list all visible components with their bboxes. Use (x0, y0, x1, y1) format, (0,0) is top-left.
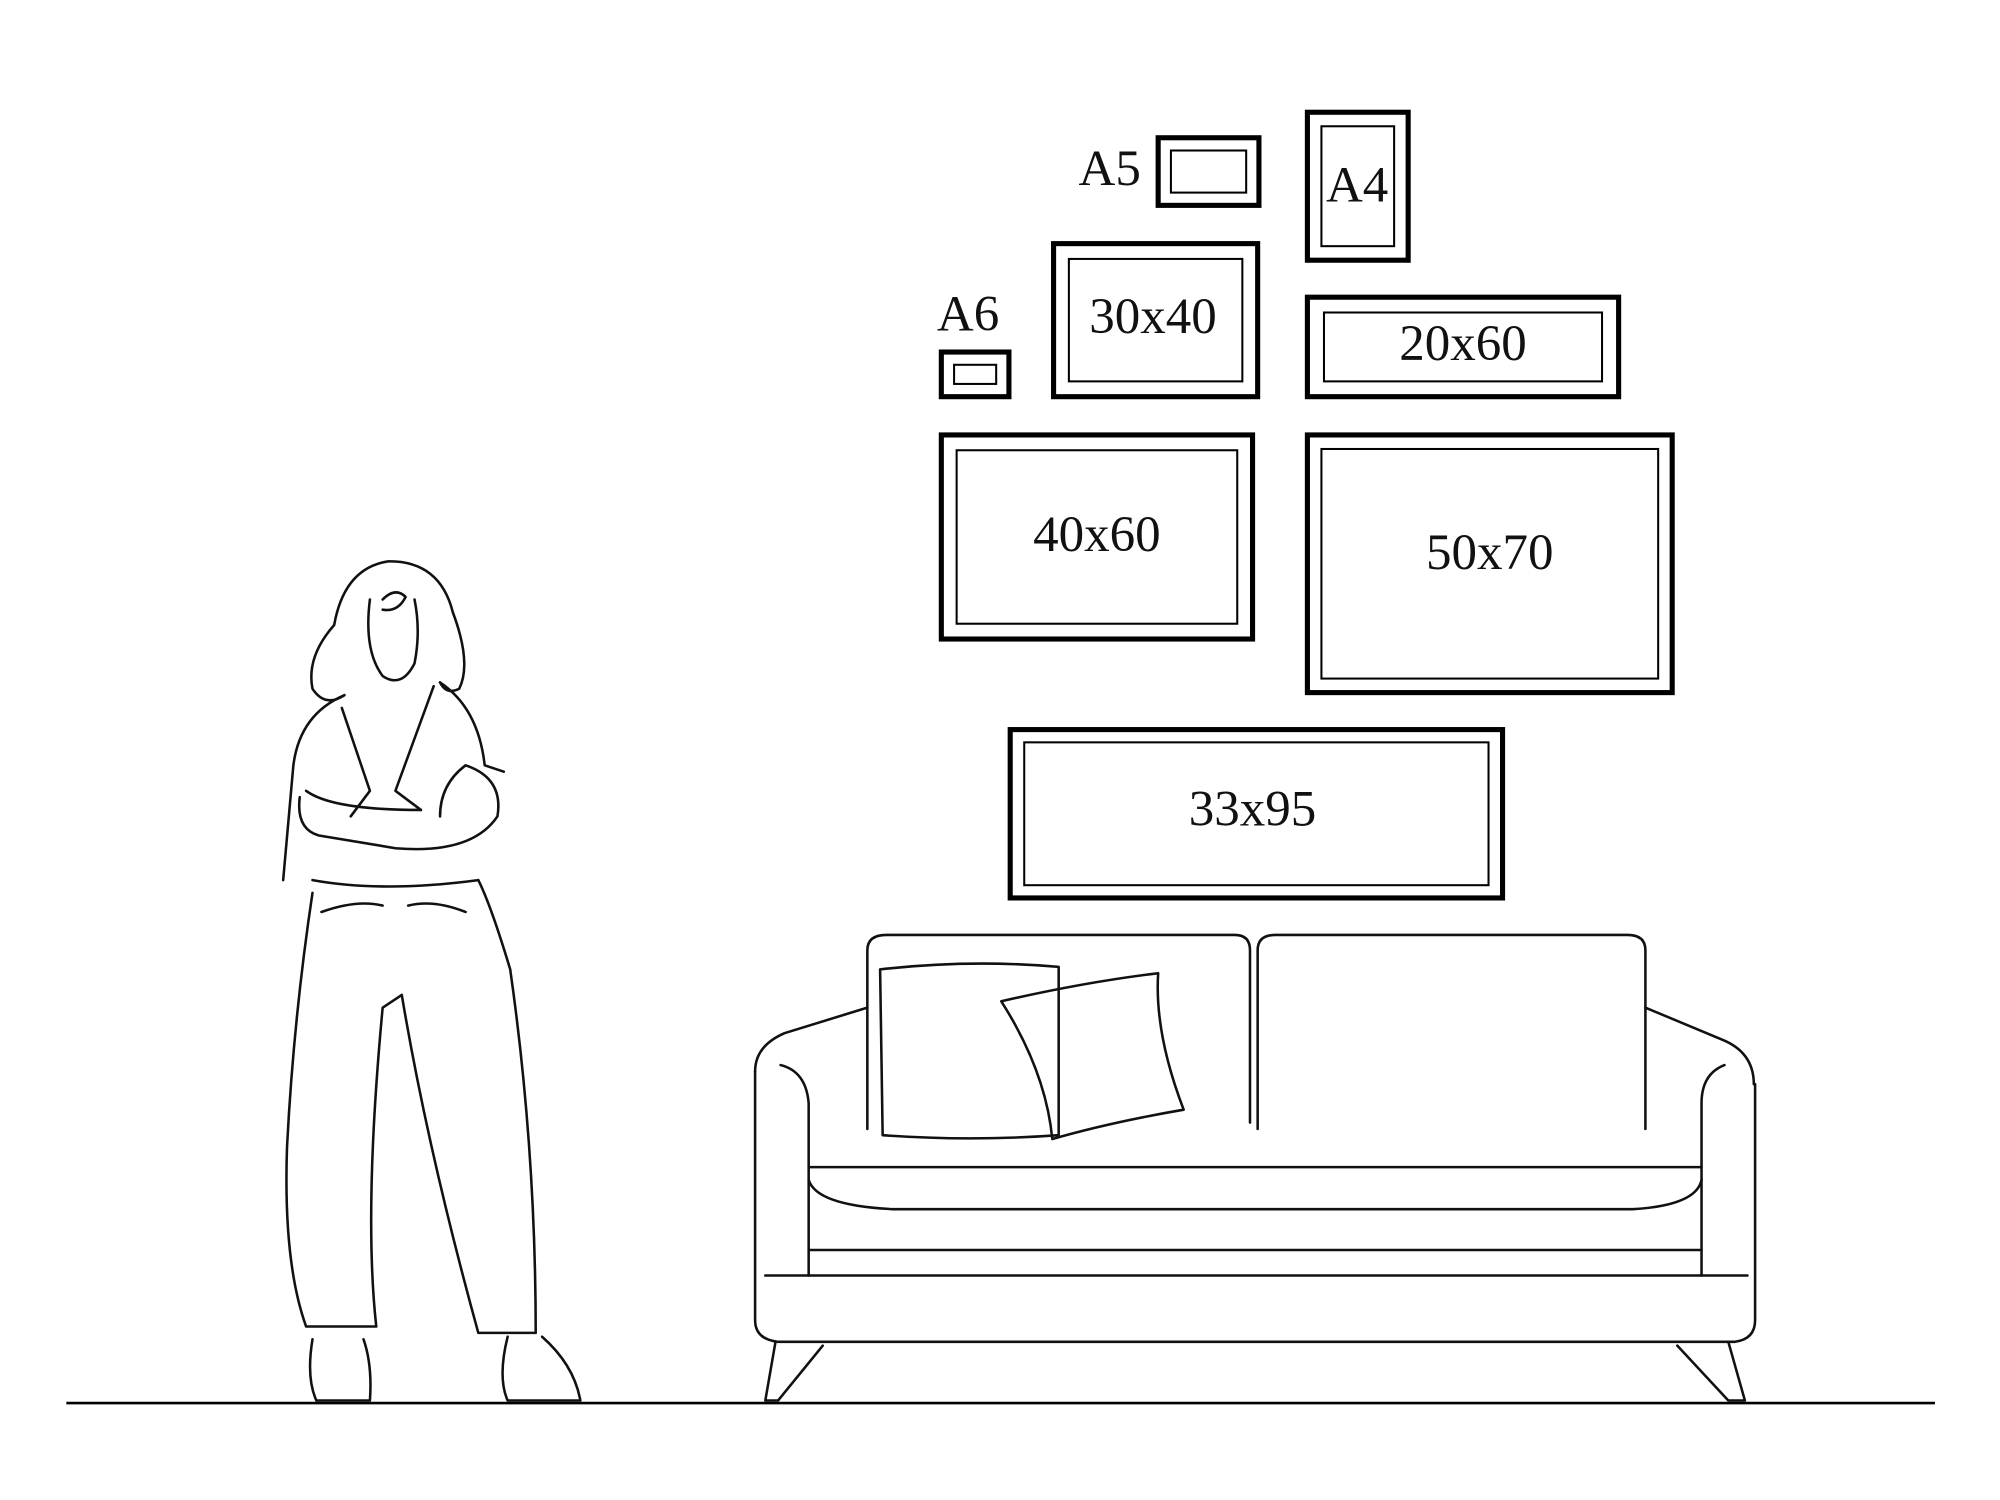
frame-20x60: 20x60 (1304, 294, 1622, 400)
frame-40x60: 40x60 (938, 432, 1256, 642)
frame-label-30x40: 30x40 (1089, 289, 1217, 345)
frame-a4: A4 (1304, 109, 1411, 263)
sofa-illustration (753, 933, 1757, 1402)
frame-label-20x60: 20x60 (1399, 316, 1527, 372)
frame-label-40x60: 40x60 (1033, 507, 1161, 563)
frame-label-a5: A5 (1079, 141, 1141, 197)
frame-30x40: 30x40 (1051, 241, 1261, 400)
frame-33x95: 33x95 (1007, 727, 1506, 901)
frame-50x70: 50x70 (1304, 432, 1675, 696)
woman-illustration (281, 559, 582, 1402)
frame-a5: A5 (1079, 135, 1262, 208)
frame-label-a4: A4 (1326, 158, 1388, 214)
frame-label-a6: A6 (937, 287, 999, 343)
frame-label-33x95: 33x95 (1189, 781, 1317, 837)
frame-label-50x70: 50x70 (1426, 525, 1554, 581)
frame-a6: A6 (937, 287, 1012, 400)
